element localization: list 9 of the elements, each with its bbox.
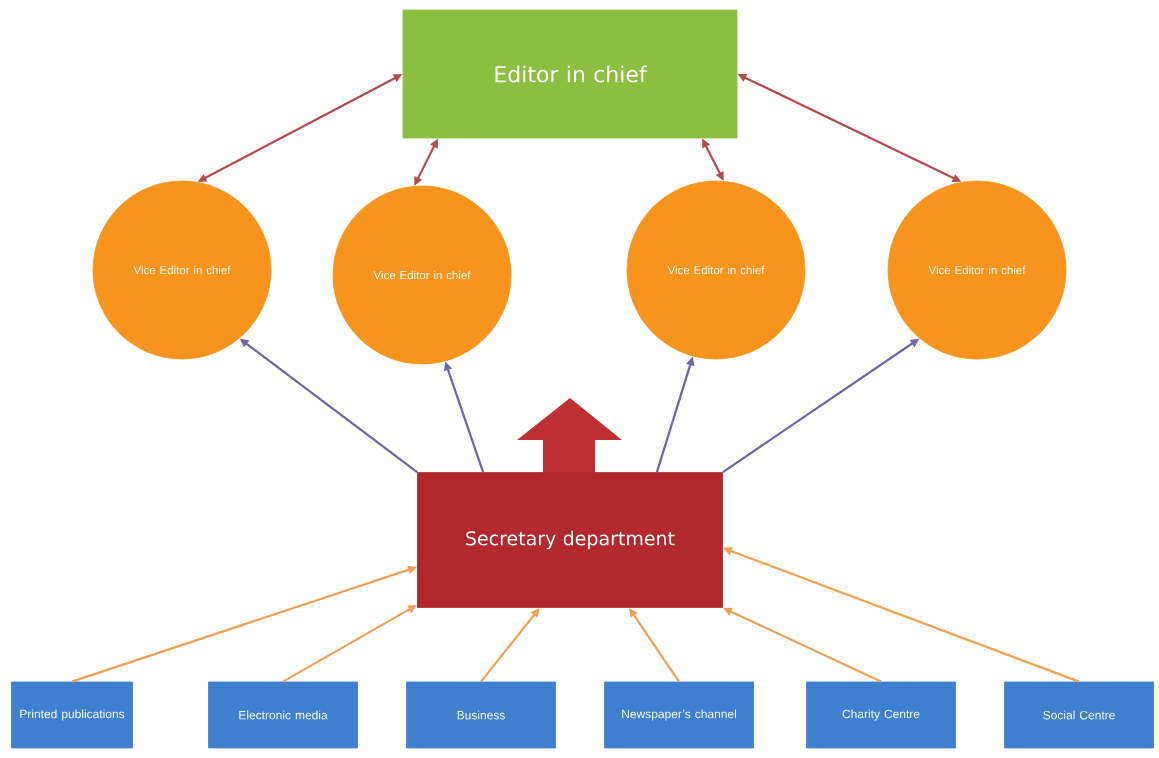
source-box: Electronic media xyxy=(208,681,358,749)
editor-box: Editor in chief xyxy=(402,9,738,139)
department-box: Secretary department xyxy=(417,472,723,608)
source-box: Business xyxy=(406,681,556,749)
source-box: Charity Centre xyxy=(806,681,956,749)
source-box: Newspaper’s channel xyxy=(604,681,754,749)
source-box: Printed publications xyxy=(11,681,133,749)
source-box: Social Centre xyxy=(1004,681,1154,749)
arrow xyxy=(480,608,540,683)
